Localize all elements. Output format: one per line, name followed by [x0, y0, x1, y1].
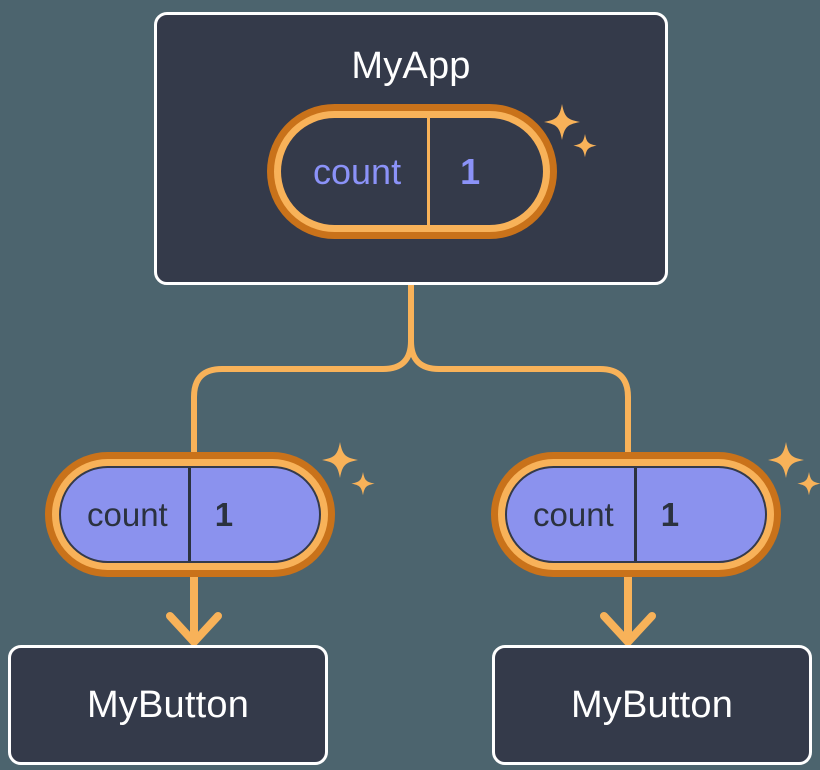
state-pill-rings: count 1 [267, 104, 557, 239]
state-pill-inner-ring: count 1 [52, 459, 328, 570]
state-pill-child-right[interactable]: count 1 [491, 452, 781, 577]
connector-branch-left [191, 338, 414, 458]
component-title-mybutton-right: MyButton [570, 683, 734, 726]
state-pill-rings: count 1 [45, 452, 335, 577]
state-value-label: 1 [633, 468, 709, 561]
state-pill-body: count 1 [59, 466, 321, 563]
state-key-label: count [533, 495, 614, 533]
component-card-mybutton-right[interactable]: MyButton [492, 645, 812, 765]
state-pill-rings: count 1 [491, 452, 781, 577]
state-pill-inner-ring: count 1 [498, 459, 774, 570]
state-key-label: count [313, 150, 402, 192]
state-pill-body: count 1 [281, 118, 543, 225]
state-value-label: 1 [187, 468, 263, 561]
component-title-mybutton-left: MyButton [86, 683, 250, 726]
state-key-label: count [87, 495, 168, 533]
arrow-head-right-icon [600, 612, 656, 646]
arrow-head-left-icon [166, 612, 222, 646]
state-pill-body: count 1 [505, 466, 767, 563]
component-title-myapp: MyApp [351, 45, 471, 87]
state-pill-child-left[interactable]: count 1 [45, 452, 335, 577]
component-card-mybutton-left[interactable]: MyButton [8, 645, 328, 765]
state-pill-myapp[interactable]: count 1 [267, 104, 557, 239]
state-value-label: 1 [427, 118, 516, 225]
state-pill-inner-ring: count 1 [274, 111, 550, 232]
connector-branch-right [408, 338, 631, 458]
